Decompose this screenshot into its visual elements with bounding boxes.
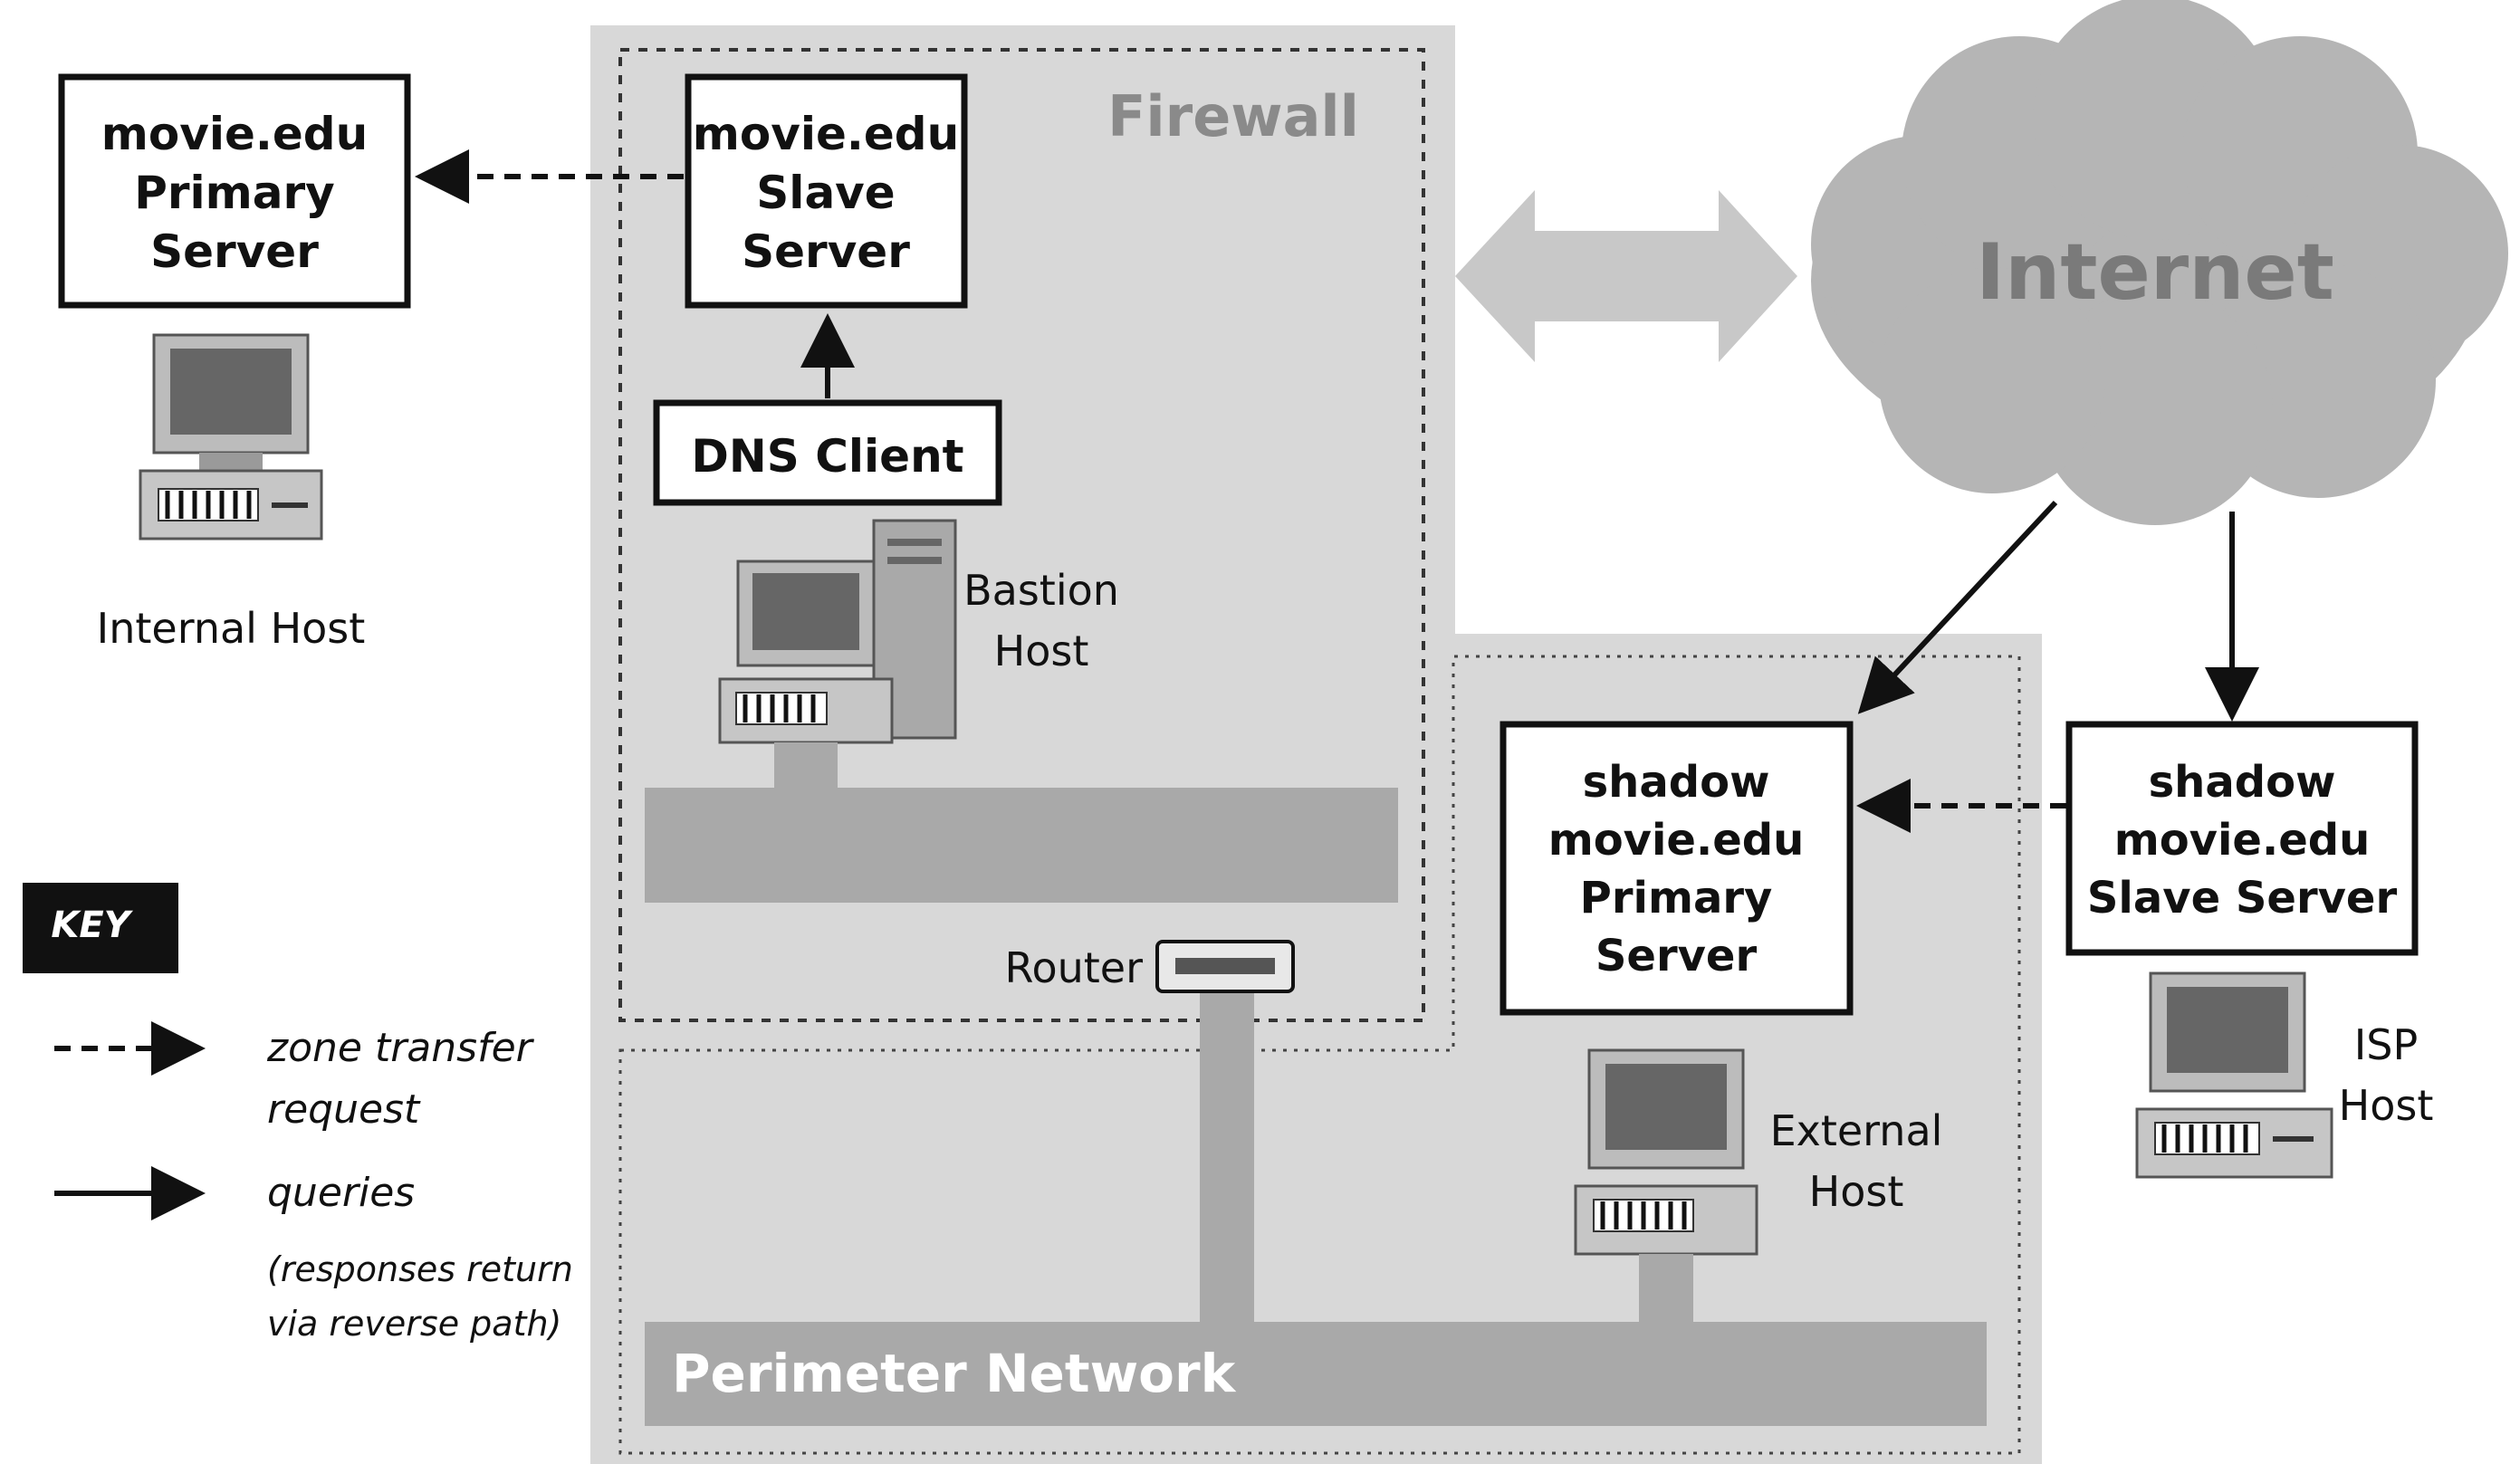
key-queries-label: queries — [267, 1170, 415, 1216]
internal-primary-server-line1: movie.edu — [101, 108, 368, 160]
shadow-slave-server-box — [2065, 721, 2419, 956]
dns-client-box — [653, 399, 1002, 506]
isp-host-computer-icon — [2135, 971, 2333, 1179]
internet-cloud — [1811, 0, 2508, 525]
perimeter-network-bar — [645, 1322, 1987, 1426]
router-link — [1200, 960, 1254, 1326]
bastion-host-computer-icon — [718, 519, 957, 788]
key-title: KEY — [51, 904, 133, 946]
bastion-network-bar — [645, 788, 1398, 903]
perimeter-network-label: Perimeter Network — [672, 1343, 1237, 1404]
perimeter-boundary — [618, 655, 2021, 1455]
shadow-primary-server-line3: Primary — [1580, 873, 1773, 923]
slave-server-line3: Server — [742, 225, 910, 278]
firewall-internet-arrow — [1455, 190, 1797, 362]
shadow-primary-server-box — [1500, 721, 1854, 1016]
shadow-primary-server-line2: movie.edu — [1548, 815, 1805, 866]
internal-host-label: Internal Host — [97, 604, 366, 653]
external-host-computer-icon — [1574, 1048, 1758, 1322]
external-host-label-line1: External — [1770, 1106, 1943, 1155]
isp-host-label-line2: Host — [2339, 1081, 2434, 1130]
key-zone-transfer-line1: zone transfer — [266, 1025, 535, 1071]
shadow-primary-server-line1: shadow — [1583, 757, 1770, 808]
shadow-slave-server-line1: shadow — [2149, 757, 2336, 808]
key-zone-transfer-line2: request — [267, 1086, 421, 1133]
internet-label: Internet — [1976, 227, 2334, 318]
internal-primary-server-line2: Primary — [134, 167, 335, 219]
isp-host-label-line1: ISP — [2354, 1020, 2419, 1069]
firewall-boundary — [618, 48, 1425, 1022]
key-title-box — [23, 883, 178, 973]
slave-server-line2: Slave — [756, 167, 895, 219]
shadow-primary-server-line4: Server — [1595, 931, 1758, 981]
dns-client-label: DNS Client — [691, 430, 963, 483]
slave-server-box — [685, 73, 968, 309]
slave-server-line1: movie.edu — [693, 108, 959, 160]
query-arrow-to-shadow-primary — [1857, 500, 2058, 714]
firewall-label: Firewall — [1107, 83, 1359, 149]
internal-primary-server-box — [58, 73, 411, 309]
bastion-host-label-line2: Host — [994, 627, 1089, 675]
external-host-label-line2: Host — [1809, 1167, 1904, 1216]
router-label: Router — [1005, 943, 1144, 992]
key-queries-note-line2: via reverse path) — [267, 1304, 561, 1344]
shadow-slave-server-line2: movie.edu — [2114, 815, 2371, 866]
shadow-slave-server-line3: Slave Server — [2087, 873, 2398, 923]
key-queries-note-line1: (responses return — [267, 1249, 573, 1289]
router-slot — [1175, 958, 1275, 974]
internal-host-computer-icon — [139, 333, 323, 541]
bastion-host-label-line1: Bastion — [963, 566, 1119, 615]
internal-primary-server-line3: Server — [150, 225, 319, 278]
